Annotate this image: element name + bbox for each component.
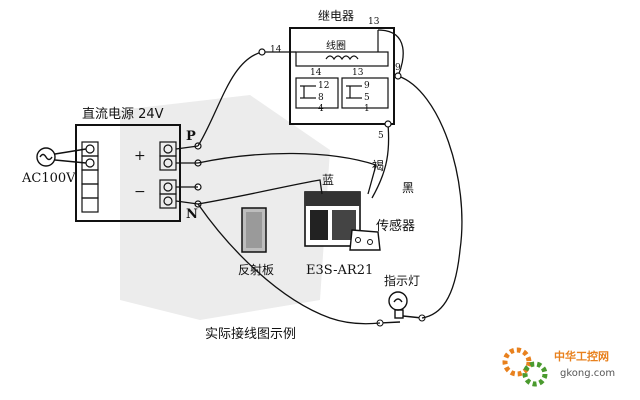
ac-voltage-label: AC100V (21, 171, 76, 186)
relay-contacts (295, 77, 389, 109)
diagram-title: 实际接线图示例 (205, 326, 296, 342)
indicator-lamp (379, 291, 423, 324)
relay-coil-label: 线圈 (326, 39, 346, 52)
gear-small-icon (522, 361, 548, 387)
wire-brown (197, 152, 377, 195)
gkong-watermark-logo: 中华工控网 gkong.com (502, 347, 615, 387)
relay-pin-4: 4 (318, 104, 324, 114)
ps-plus-sign: + (134, 148, 146, 164)
background-watermark-shape (120, 95, 330, 320)
relay-pin-5-ext: 5 (378, 131, 384, 141)
ps-left-terminals (81, 141, 99, 213)
wire-black (371, 123, 390, 199)
photoelectric-sensor (304, 191, 381, 251)
relay-pin-1: 1 (364, 104, 370, 114)
sensor-bracket (349, 229, 381, 251)
terminal-n-label: N (186, 207, 198, 222)
ps-label: 直流电源 24V (82, 107, 164, 122)
relay-pin-14-in: 14 (310, 68, 322, 78)
relay-pin-8: 8 (318, 93, 324, 103)
relay-pin-9-ext: 9 (395, 63, 401, 73)
relay-pin-14-ext: 14 (270, 45, 282, 55)
sensor-label: 传感器 (376, 218, 415, 234)
ps-minus-sign: − (134, 184, 146, 200)
wiring (175, 29, 463, 325)
relay-pin-13-top: 13 (368, 17, 380, 27)
relay-pin-12: 12 (318, 81, 329, 91)
wire-brown-label: 褐 (372, 158, 384, 173)
wire-p-to-relay-14 (197, 51, 290, 147)
ac-source-icon (36, 147, 56, 167)
wire-n-to-lamp (197, 203, 381, 325)
relay-coil (295, 30, 389, 67)
wire-black-label: 黑 (402, 181, 414, 195)
relay-9-node (394, 72, 402, 80)
watermark-url-text: gkong.com (560, 368, 615, 379)
relay-14-node (258, 48, 266, 56)
wire-relay-13-to-9 (377, 29, 404, 77)
wire-relay-9-to-lamp (397, 75, 463, 319)
gear-icon (502, 347, 532, 377)
reflector-plate (241, 207, 267, 253)
relay-pin-9-in: 9 (364, 81, 370, 91)
lamp-label: 指示灯 (384, 273, 420, 288)
terminal-p-label: P (186, 129, 196, 144)
relay-pin-13-in: 13 (352, 68, 364, 78)
relay-5-node (384, 120, 392, 128)
sine-wave-icon (39, 153, 53, 161)
sensor-model-label: E3S-AR21 (306, 263, 373, 278)
relay-unit: 继电器 线圈 13 14 14 13 12 9 8 5 4 1 9 5 (270, 9, 401, 141)
wire-blue (197, 179, 323, 205)
relay-label: 继电器 (318, 9, 354, 23)
wire-blue-label: 蓝 (322, 173, 334, 187)
ac-source (36, 147, 87, 167)
watermark-cn-text: 中华工控网 (554, 349, 609, 363)
relay-pin-5-in: 5 (364, 93, 370, 103)
